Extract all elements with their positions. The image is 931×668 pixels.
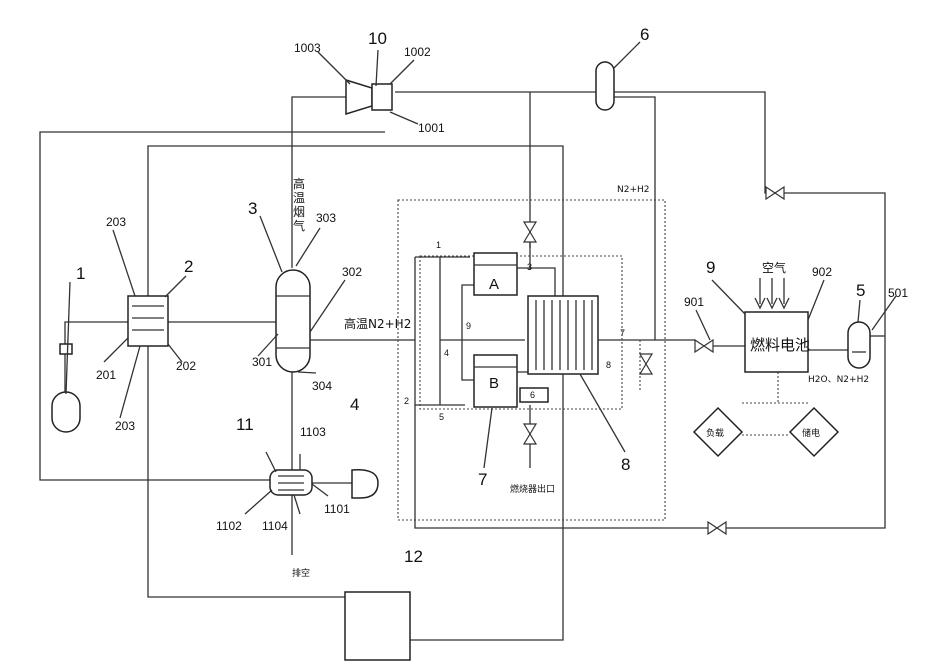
n2h2-top-label: N2+H2 — [617, 185, 650, 195]
port-1003: 1003 — [294, 41, 321, 55]
label-2: 2 — [184, 257, 193, 276]
node-8: 8 — [606, 360, 611, 370]
port-201: 201 — [96, 368, 116, 382]
label-9: 9 — [706, 258, 715, 277]
port-1001: 1001 — [418, 121, 445, 135]
port-304: 304 — [312, 379, 332, 393]
combustor-outlet-label: 燃烧器出口 — [510, 483, 555, 495]
node-7: 7 — [620, 328, 625, 338]
valve-right-top — [766, 187, 784, 199]
label-7: 7 — [478, 470, 487, 489]
port-501: 501 — [888, 286, 908, 300]
label-5: 5 — [856, 281, 865, 300]
battery-label: 储电 — [802, 427, 820, 439]
valve-8-side — [640, 354, 652, 374]
heat-exchanger-8 — [528, 296, 598, 374]
port-203-top: 203 — [106, 215, 126, 229]
node-9: 9 — [466, 321, 471, 331]
port-202: 202 — [176, 359, 196, 373]
flue-gas-label: 高 温 烟 气 — [293, 176, 309, 233]
label-4: 4 — [350, 395, 359, 414]
label-6: 6 — [640, 25, 649, 44]
node-4: 4 — [444, 348, 449, 358]
air-label: 空气 — [762, 260, 786, 275]
blower-4 — [352, 470, 378, 498]
pipe-8-up-to-6 — [614, 97, 655, 340]
port-1101: 1101 — [324, 502, 350, 516]
air-arrows — [755, 278, 789, 308]
valve-top — [524, 222, 536, 242]
water-out-label: H2O、N2+H2 — [808, 375, 869, 385]
valve-901 — [695, 340, 713, 352]
pipe-to-A — [462, 285, 474, 340]
label-11: 11 — [236, 415, 254, 434]
flue-gas-char-3: 烟 — [293, 205, 305, 219]
pipe-A-to-8 — [517, 268, 555, 296]
tank-6 — [596, 62, 614, 110]
hot-n2h2-label: 高温N2+H2 — [344, 316, 411, 331]
pipe-to-B — [462, 340, 474, 380]
port-901: 901 — [684, 295, 704, 309]
flue-gas-char-4: 气 — [293, 218, 305, 233]
label-8: 8 — [621, 455, 630, 474]
port-302: 302 — [342, 265, 362, 279]
port-1103: 1103 — [300, 425, 326, 439]
vent-label: 排空 — [292, 567, 310, 579]
node-3: 3 — [527, 262, 532, 272]
port-1002: 1002 — [404, 45, 431, 59]
label-10: 10 — [368, 29, 387, 48]
port-301: 301 — [252, 355, 272, 369]
load-label: 负载 — [706, 427, 724, 439]
valve-combustor — [524, 424, 536, 444]
node-1: 1 — [436, 240, 441, 250]
pump-marker-1 — [60, 344, 72, 354]
separator-5 — [848, 322, 870, 368]
vessel-3 — [276, 270, 310, 372]
node-6: 6 — [530, 390, 535, 400]
flue-gas-char-2: 温 — [293, 191, 305, 205]
port-303: 303 — [316, 211, 336, 225]
valve-bottom-return — [708, 522, 726, 534]
unit-12 — [345, 592, 410, 660]
compressor-10 — [346, 80, 372, 114]
fuel-cell-label: 燃料电池 — [750, 336, 810, 354]
port-902: 902 — [812, 265, 832, 279]
port-203-bottom: 203 — [115, 419, 135, 433]
flue-gas-char-1: 高 — [293, 176, 305, 191]
node-5: 5 — [439, 412, 444, 422]
port-1104: 1104 — [262, 519, 288, 533]
label-3: 3 — [248, 199, 257, 218]
label-1: 1 — [76, 264, 85, 283]
reactor-B-label: B — [489, 375, 499, 392]
label-12: 12 — [404, 547, 423, 566]
heat-exchanger-2 — [128, 296, 168, 346]
reactor-A-label: A — [489, 276, 499, 293]
tank-1 — [52, 392, 80, 432]
node-2: 2 — [404, 396, 409, 406]
pipe-outer-left — [40, 132, 385, 480]
port-1102: 1102 — [216, 519, 242, 533]
unit-10-box — [372, 84, 392, 110]
